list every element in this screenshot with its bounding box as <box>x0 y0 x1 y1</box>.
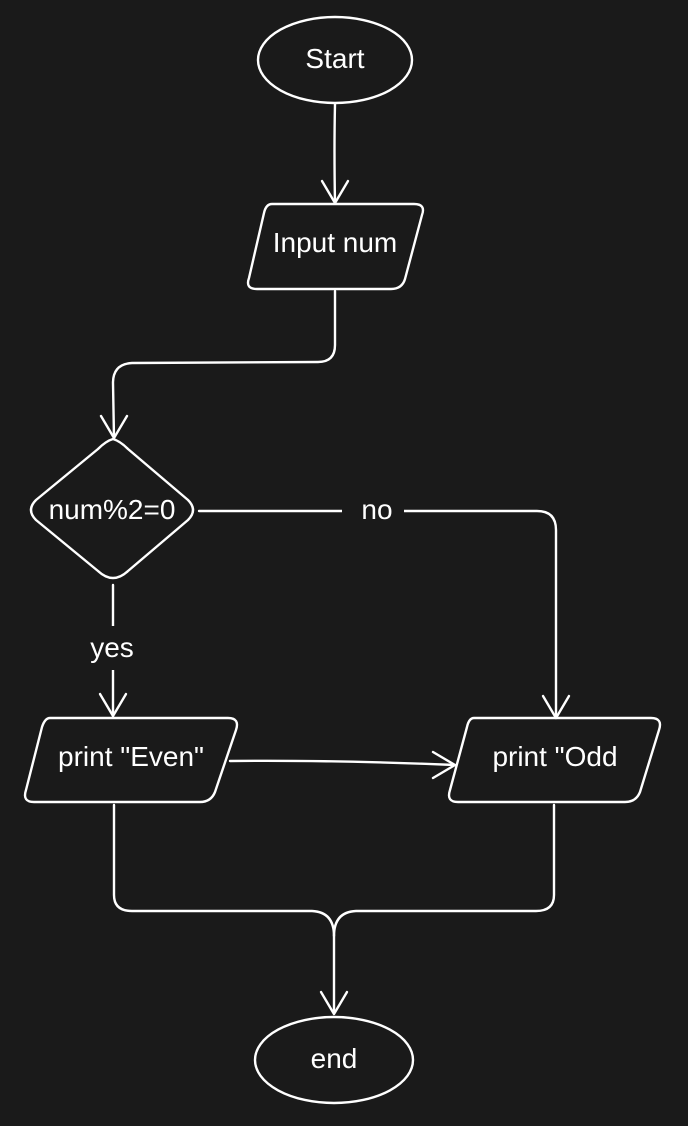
edge-decision-to-even: yes <box>80 583 146 718</box>
node-decision: num%2=0 <box>29 437 195 580</box>
node-input: Input num <box>246 202 425 291</box>
node-start: Start <box>256 15 414 105</box>
node-print-even: print "Even" <box>23 716 239 804</box>
node-decision-label: num%2=0 <box>49 494 176 525</box>
node-end-label: end <box>311 1043 358 1074</box>
edge-label-no: no <box>361 494 392 525</box>
edge-odd-to-end <box>319 803 556 1016</box>
edge-input-to-decision <box>99 289 337 440</box>
node-print-odd-label: print "Odd <box>492 741 617 772</box>
node-end: end <box>253 1015 415 1105</box>
edge-label-yes: yes <box>90 632 134 663</box>
edge-even-to-end <box>112 803 336 1014</box>
node-start-label: Start <box>305 43 364 74</box>
edge-decision-to-odd: no <box>197 488 571 720</box>
edge-start-to-input <box>320 102 350 205</box>
node-print-even-label: print "Even" <box>58 741 204 772</box>
node-print-odd: print "Odd <box>447 716 662 804</box>
edge-even-to-odd <box>228 750 457 780</box>
node-input-label: Input num <box>273 227 398 258</box>
